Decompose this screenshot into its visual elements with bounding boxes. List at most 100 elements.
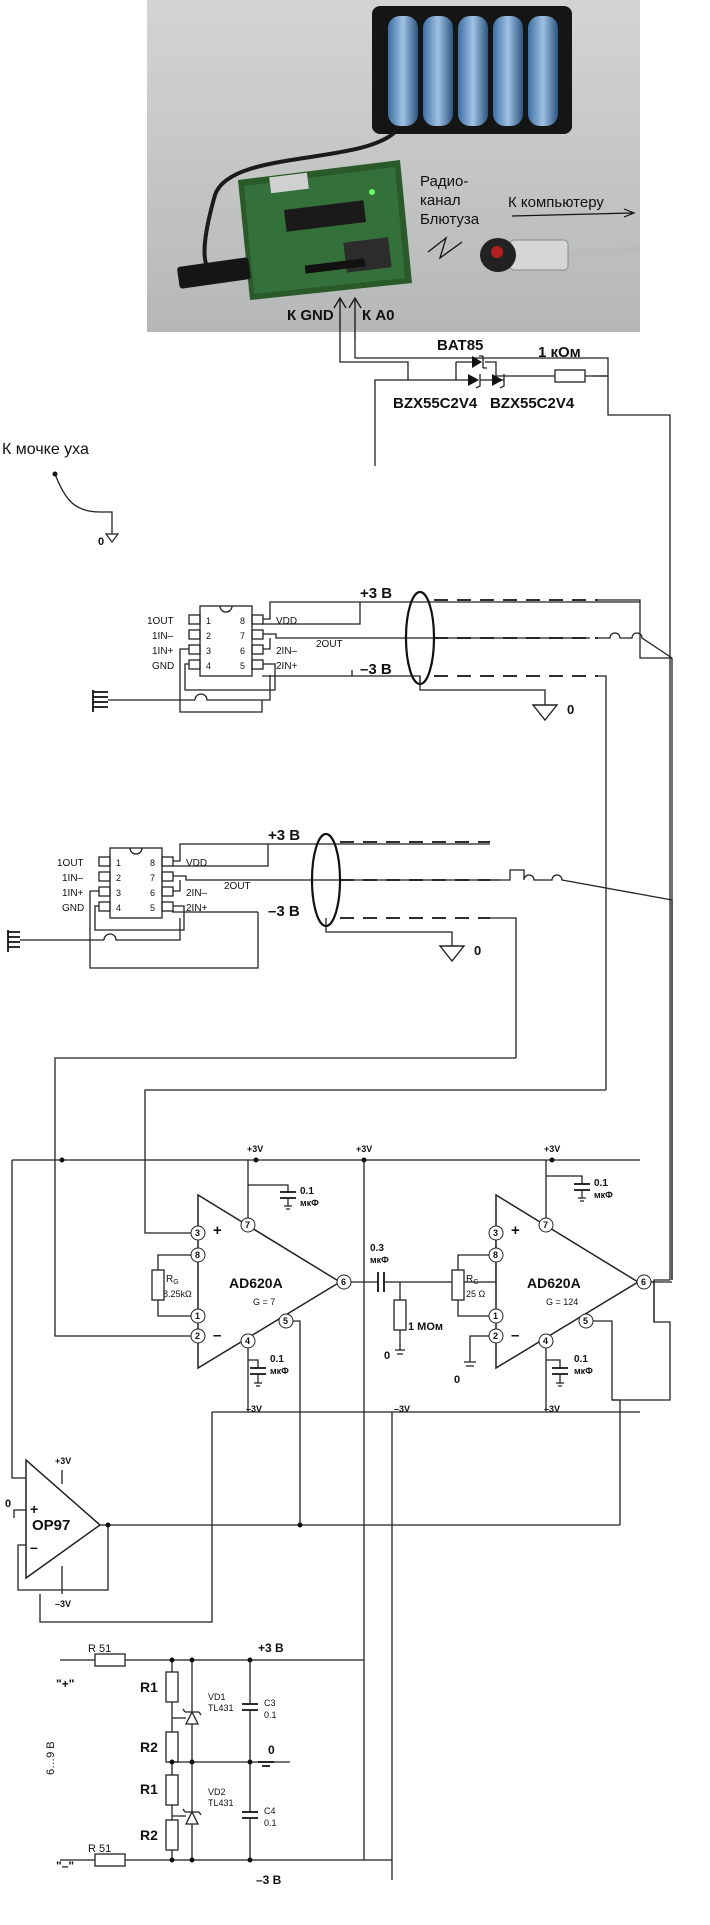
power-r1-bottom-label: R1 <box>140 1781 158 1797</box>
buffer-bottom-ground-label: 0 <box>474 943 481 958</box>
input-protection: BAT85 1 кОм BZX55C2V4 BZX55C2V4 <box>339 330 671 1280</box>
wireless-label-2: канал <box>420 192 461 209</box>
amp2-pin-1: 1 <box>493 1311 498 1321</box>
buffer-top-label-vdd: VDD <box>276 616 297 627</box>
amp2-cap-top-icon <box>574 1183 590 1191</box>
power-out-plus: +3 В <box>258 1641 284 1655</box>
buffer-top-minus-rail: –3 В <box>360 661 392 678</box>
amp1-pin-1: 1 <box>195 1311 200 1321</box>
a0-label: К А0 <box>362 307 395 324</box>
amp2: +3V AD620A G = 124 + – 3 8 1 2 7 4 5 6 R… <box>451 1144 672 1525</box>
gnd-label: К GND <box>287 307 334 324</box>
pc-label: К компьютеру <box>508 194 604 211</box>
amp1-triangle-icon <box>197 1193 342 1370</box>
buffer-bottom-pin-8: 8 <box>150 858 155 868</box>
amp1-supply-plus-label: +3V <box>247 1144 263 1154</box>
power-vd1-name: VD1 <box>208 1692 226 1702</box>
coupling: 0.3 мкФ 1 МОм 0 –3V <box>351 1160 497 1880</box>
ear-lead: К мочке уха 0 <box>2 441 120 548</box>
rail-plus-label: +3V <box>356 1144 372 1154</box>
buffer-bottom-label-vdd: VDD <box>186 858 207 869</box>
buffer-top-pin-1: 1 <box>206 616 211 626</box>
power-vd2-icon <box>184 1810 200 1825</box>
buffer-bottom-chip-icon <box>109 847 163 919</box>
amp1-minus-sign: – <box>213 1327 221 1344</box>
power-plus-label: "+" <box>56 1677 74 1691</box>
amp1-rg-value: 8.25kΩ <box>163 1289 192 1299</box>
buffer-top-pin-4: 4 <box>206 661 211 671</box>
op97-supply-minus-label: –3V <box>55 1599 71 1609</box>
amp1-pin-4: 4 <box>245 1336 250 1346</box>
amp1-pin-2: 2 <box>195 1331 200 1341</box>
op97-minus-sign: – <box>30 1539 38 1555</box>
buffer-bottom: 1 2 3 4 8 7 6 5 1OUT 1IN– 1IN+ GND VDD 2… <box>7 827 673 1058</box>
buffer-bottom-electrode-icon <box>7 930 20 952</box>
amp1-cap-top-icon <box>280 1191 296 1199</box>
power-c3-name: C3 <box>264 1698 276 1708</box>
buffer-bottom-pin-6: 6 <box>150 888 155 898</box>
amp1-pin-3: 3 <box>195 1228 200 1238</box>
amp1-cap-bottom-unit: мкФ <box>270 1366 289 1376</box>
buffer-bottom-label-gnd: GND <box>62 903 84 914</box>
buffer-bottom-pin-7: 7 <box>150 873 155 883</box>
arduino-board-icon <box>177 160 412 300</box>
buffer-top-chip-icon <box>199 605 253 677</box>
buffer-top-label-2in-minus: 2IN– <box>276 646 298 657</box>
power-c4-icon <box>242 1811 258 1819</box>
buffer-top-pin-8: 8 <box>240 616 245 626</box>
amp1-rg-icon <box>151 1269 165 1301</box>
resistor-1k-icon <box>554 369 586 383</box>
zener-right-icon <box>492 374 503 386</box>
power-r1-top-icon <box>165 1671 179 1703</box>
power-vd1-part: TL431 <box>208 1703 234 1713</box>
power-r2-bottom-label: R2 <box>140 1827 158 1843</box>
power-c4-name: C4 <box>264 1806 276 1816</box>
amp2-cap-top-value: 0.1 <box>594 1178 608 1189</box>
amp2-triangle-icon <box>495 1193 640 1370</box>
buffer-bottom-ground-icon <box>438 945 466 963</box>
power-out-zero: 0 <box>268 1743 275 1757</box>
buffer-top: 1 2 3 4 8 7 6 5 1OUT 1IN– 1IN+ GND VDD 2… <box>92 585 673 1090</box>
power-rs-bottom-label: R 51 <box>88 1843 111 1855</box>
buffer-top-pin-5: 5 <box>240 661 245 671</box>
buffer-bottom-label-2in-plus: 2IN+ <box>186 903 208 914</box>
coupling-cap-icon <box>377 1272 385 1292</box>
power-rs-bottom-icon <box>94 1853 126 1867</box>
amp2-pin-2: 2 <box>493 1331 498 1341</box>
resistor-1k-label: 1 кОм <box>538 344 581 361</box>
bat85-label: BAT85 <box>437 337 483 354</box>
buffer-bottom-plus-rail: +3 В <box>268 827 300 844</box>
rail-minus-label: –3V <box>394 1404 410 1414</box>
amp2-rg-label: RG <box>466 1274 479 1286</box>
power-minus-label: "–" <box>56 1859 74 1873</box>
power-r1-top-label: R1 <box>140 1679 158 1695</box>
power-rs-top-label: R 51 <box>88 1643 111 1655</box>
amp2-name: AD620A <box>527 1275 581 1291</box>
zener-left-icon <box>468 374 479 386</box>
wireless-signal-icon <box>427 236 463 260</box>
buffer-top-pin-2: 2 <box>206 631 211 641</box>
op97-triangle-icon <box>25 1458 102 1580</box>
gnd-arrow-icon <box>333 296 347 330</box>
amp2-plus-sign: + <box>511 1222 520 1239</box>
buffer-bottom-pin-4: 4 <box>116 903 121 913</box>
power-vd2-part: TL431 <box>208 1798 234 1808</box>
power-vd2-name: VD2 <box>208 1787 226 1797</box>
op97-supply-plus-label: +3V <box>55 1456 71 1466</box>
buffer-top-ground-icon <box>531 704 559 722</box>
amp2-pin-7: 7 <box>543 1220 548 1230</box>
amp1-name: AD620A <box>229 1275 283 1291</box>
buffer-bottom-pin-2: 2 <box>116 873 121 883</box>
ear-ground-label: 0 <box>98 536 104 548</box>
amp2-pin-4: 4 <box>543 1336 548 1346</box>
amp2-pin-8: 8 <box>493 1250 498 1260</box>
wireless-label-3: Блютуза <box>420 211 480 228</box>
amp2-gain: G = 124 <box>546 1297 578 1307</box>
buffer-top-pin-3: 3 <box>206 646 211 656</box>
amp1-plus-sign: + <box>213 1222 222 1239</box>
amp1-pin-5: 5 <box>283 1316 288 1326</box>
amp2-cap-bottom-unit: мкФ <box>574 1366 593 1376</box>
buffer-top-label-2out: 2OUT <box>316 639 343 650</box>
power-rs-top-icon <box>94 1653 126 1667</box>
